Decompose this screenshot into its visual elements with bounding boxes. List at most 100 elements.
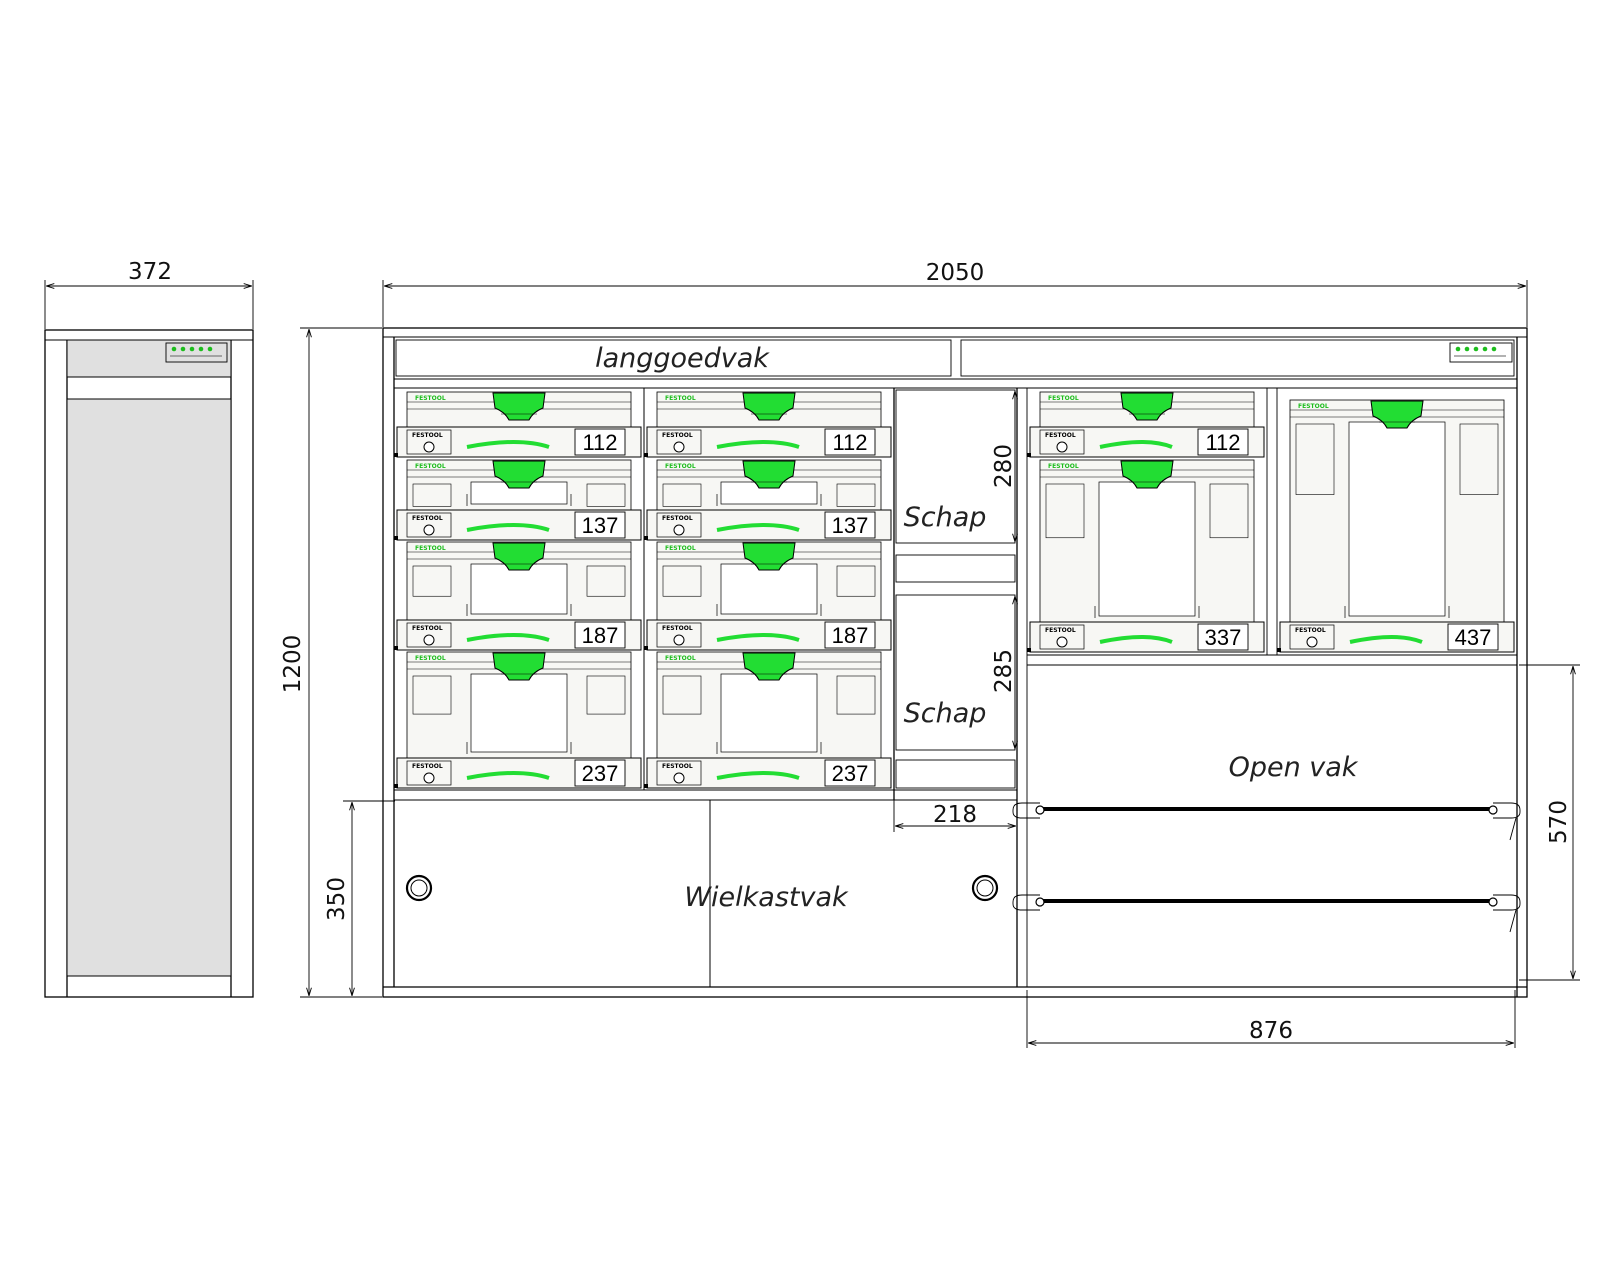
dim-wheel-height-label: 350 — [324, 877, 350, 921]
front-logo-dots-icon — [1454, 346, 1506, 357]
systainer-col1-1: FESTOOL FESTOOL 112 — [394, 391, 642, 458]
systainer-col2-3: FESTOOL FESTOOL 187 — [644, 541, 892, 651]
systainer-size-label: 337 — [1205, 625, 1242, 650]
systainer-handle-icon — [742, 460, 796, 489]
systainer-brand-dark: FESTOOL — [412, 432, 443, 439]
open-label: Open vak — [1229, 752, 1359, 783]
systainer-size-label: 187 — [832, 623, 869, 648]
systainer-handle-icon — [492, 652, 546, 681]
systainer-grip-icon — [716, 523, 800, 532]
dim-side-width-label: 372 — [128, 259, 172, 285]
systainer-latch-icon — [673, 441, 685, 453]
systainer-grip-icon — [716, 440, 800, 449]
systainer-col1-2: FESTOOL FESTOOL 137 — [394, 459, 642, 541]
systainer-grip-icon — [466, 771, 550, 780]
systainer-col3-2: FESTOOL FESTOOL 337 — [1027, 459, 1265, 653]
systainer-brand: FESTOOL — [1298, 403, 1329, 410]
systainer-grip-icon — [466, 523, 550, 532]
shelf-top-label: Schap — [904, 502, 987, 533]
systainer-grip-icon — [716, 633, 800, 642]
systainer-brand: FESTOOL — [415, 463, 446, 470]
long-goods-label: langgoedvak — [595, 343, 770, 374]
dim-wheel-height: 350 — [324, 800, 395, 995]
systainer-size-label: 237 — [832, 761, 869, 786]
systainer-col1-4: FESTOOL FESTOOL 237 — [394, 651, 642, 789]
systainer-brand-dark: FESTOOL — [662, 625, 693, 632]
dim-shelf-top-label: 280 — [991, 444, 1017, 488]
systainer-latch-icon — [1306, 636, 1318, 648]
systainer-brand: FESTOOL — [665, 655, 696, 662]
systainer-latch-icon — [673, 524, 685, 536]
systainer-size-label: 112 — [582, 430, 617, 455]
dim-open-width-label: 876 — [1249, 1018, 1293, 1044]
dim-shelf-width-label: 218 — [933, 802, 977, 828]
dim-open-width: 876 — [1026, 990, 1516, 1048]
systainer-handle-icon — [492, 392, 546, 421]
systainer-brand: FESTOOL — [665, 395, 696, 402]
dim-side-width: 372 — [44, 259, 254, 329]
systainer-brand-dark: FESTOOL — [662, 432, 693, 439]
systainer-brand: FESTOOL — [665, 545, 696, 552]
wheel-label: Wielkastvak — [684, 882, 849, 913]
systainer-brand-dark: FESTOOL — [1045, 627, 1076, 634]
systainer-brand-dark: FESTOOL — [1045, 432, 1076, 439]
systainer-size-label: 137 — [832, 513, 869, 538]
systainer-handle-icon — [1370, 400, 1424, 429]
systainer-col1-3: FESTOOL FESTOOL 187 — [394, 541, 642, 651]
wheel-panel-left — [393, 799, 711, 988]
systainer-brand-dark: FESTOOL — [1295, 627, 1326, 634]
dim-open-height-label: 570 — [1546, 800, 1572, 844]
systainer-grip-icon — [466, 440, 550, 449]
systainer-size-label: 437 — [1455, 625, 1492, 650]
wheel-knob-left-icon — [405, 874, 433, 902]
dim-height: 1200 — [280, 327, 382, 998]
systainer-grip-icon — [1099, 635, 1173, 644]
systainer-grip-icon — [1099, 440, 1173, 449]
dim-height-label: 1200 — [280, 635, 306, 694]
systainer-size-label: 112 — [1205, 430, 1240, 455]
systainer-size-label: 112 — [832, 430, 867, 455]
dim-shelf-bottom-label: 285 — [991, 649, 1017, 693]
systainer-handle-icon — [492, 460, 546, 489]
systainer-col4-1: FESTOOL FESTOOL 437 — [1277, 399, 1515, 653]
systainer-size-label: 137 — [582, 513, 619, 538]
wheel-panel-right — [709, 799, 1018, 988]
systainer-handle-icon — [742, 652, 796, 681]
systainer-brand: FESTOOL — [1048, 463, 1079, 470]
systainer-latch-icon — [673, 634, 685, 646]
front-view: langgoedvak Schap Schap — [382, 327, 1528, 998]
systainer-brand: FESTOOL — [415, 395, 446, 402]
systainer-latch-icon — [423, 524, 435, 536]
systainer-latch-icon — [423, 634, 435, 646]
systainer-brand: FESTOOL — [1048, 395, 1079, 402]
systainer-handle-icon — [1120, 392, 1174, 421]
systainer-size-label: 187 — [582, 623, 619, 648]
systainer-col3-1: FESTOOL FESTOOL 112 — [1027, 391, 1265, 458]
systainer-latch-icon — [423, 441, 435, 453]
systainer-brand-dark: FESTOOL — [412, 515, 443, 522]
rail-bottom — [1012, 894, 1521, 933]
systainer-brand-dark: FESTOOL — [412, 763, 443, 770]
dim-open-height: 570 — [1519, 664, 1580, 981]
systainer-brand: FESTOOL — [665, 463, 696, 470]
dim-total-width: 2050 — [382, 260, 1528, 327]
side-view — [44, 329, 254, 998]
shelf-bottom-label: Schap — [904, 698, 987, 729]
rail-top — [1012, 802, 1521, 841]
systainer-brand: FESTOOL — [415, 545, 446, 552]
systainer-handle-icon — [742, 392, 796, 421]
systainer-latch-icon — [1056, 636, 1068, 648]
side-logo-dots-icon — [170, 346, 222, 357]
systainer-size-label: 237 — [582, 761, 619, 786]
systainer-grip-icon — [716, 771, 800, 780]
systainer-grip-icon — [466, 633, 550, 642]
systainer-brand: FESTOOL — [415, 655, 446, 662]
systainer-brand-dark: FESTOOL — [412, 625, 443, 632]
long-goods-panel — [395, 339, 952, 377]
systainer-col2-1: FESTOOL FESTOOL 112 — [644, 391, 892, 458]
systainer-handle-icon — [742, 542, 796, 571]
